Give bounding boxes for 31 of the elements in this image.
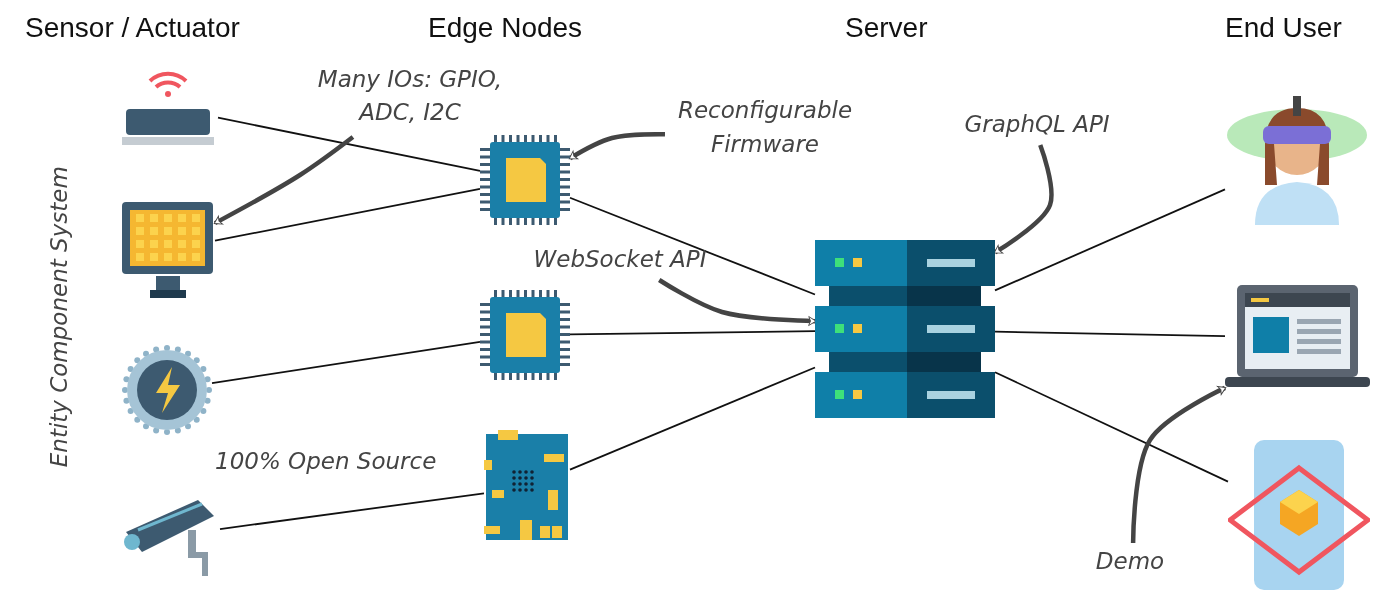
curved-arrow (658, 278, 817, 326)
connector-line (214, 187, 481, 242)
connector-line (569, 330, 816, 336)
column-title: Edge Nodes (428, 12, 583, 44)
connector-line (994, 188, 1226, 292)
laptop-icon (1225, 285, 1370, 390)
annotation-text: 100% Open Source (215, 447, 437, 476)
connector-line (211, 341, 481, 384)
connector-line (217, 116, 481, 172)
smartphone-ar-icon (1228, 440, 1370, 590)
lightning-gear-icon (122, 345, 212, 435)
curved-arrow (1130, 385, 1227, 544)
annotation-text: Many IOs: GPIO, ADC, I2C (290, 55, 530, 137)
vertical-title: Entity Component System (45, 165, 74, 470)
server-icon (815, 240, 995, 420)
column-title: Sensor / Actuator (25, 12, 240, 44)
connector-line (994, 330, 1226, 337)
led-panel-icon (120, 200, 215, 300)
connector-line (219, 492, 485, 530)
curved-arrow (568, 132, 666, 161)
microchip-icon (480, 290, 570, 380)
connector-line (569, 366, 816, 471)
annotation-text: Reconfigurable Firmware (665, 85, 865, 170)
column-title: Server (845, 12, 928, 44)
connector-line (994, 371, 1229, 483)
annotation-text: WebSocket API (515, 240, 725, 280)
column-title: End User (1225, 12, 1342, 44)
curved-arrow (213, 135, 355, 226)
annotation-text: Demo (1075, 543, 1185, 581)
annotation-text: GraphQL API (952, 105, 1122, 145)
connector-line (569, 196, 816, 296)
